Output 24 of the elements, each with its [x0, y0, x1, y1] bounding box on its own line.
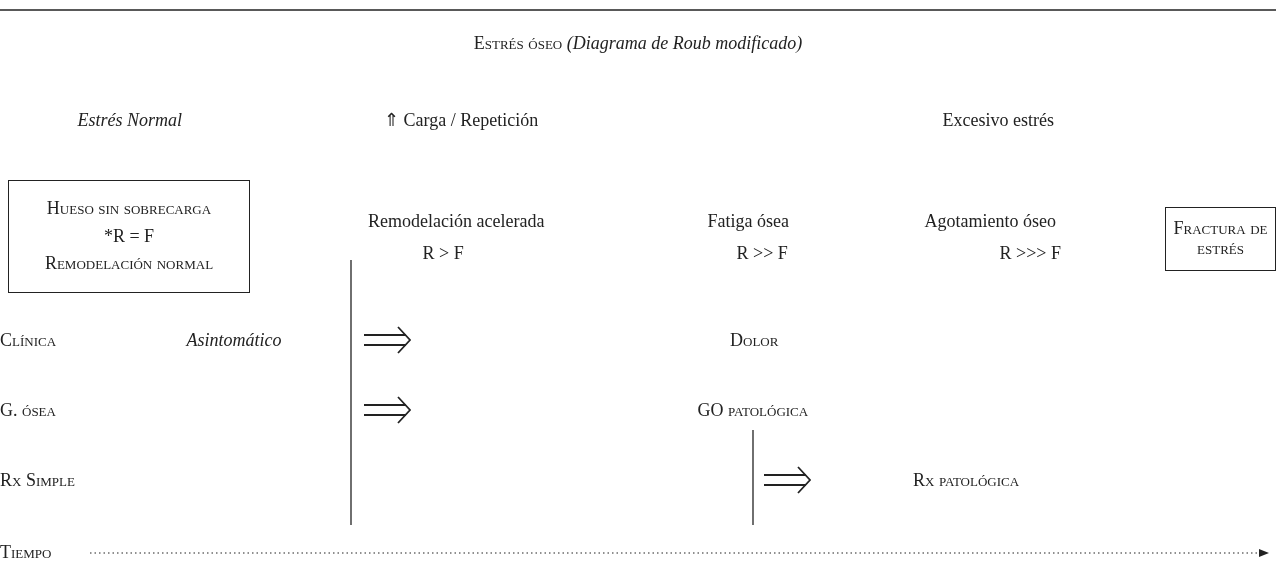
cell-text: Dolor: [730, 330, 779, 352]
column-heading: Excesivo estrés: [942, 110, 1054, 132]
formula-text: R >> F: [736, 243, 788, 265]
box-text: Fractura de estrés: [1172, 219, 1269, 259]
row-label: Rx Simple: [0, 470, 75, 492]
box-text: Remodelación normal: [44, 253, 214, 275]
column-heading: ⇑ Carga / Repetición: [384, 110, 539, 132]
title: Estrés óseo (Diagrama de Roub modificado): [472, 33, 804, 55]
text-box: [1165, 207, 1276, 271]
stage-label: Remodelación acelerada: [368, 211, 545, 233]
box-text: *R = F: [103, 225, 155, 248]
cell-text: Asintomático: [186, 330, 282, 352]
formula-text: R >>> F: [999, 243, 1061, 265]
column-heading: Estrés Normal: [77, 110, 182, 132]
row-label: G. ósea: [0, 400, 56, 422]
axis-label: Tiempo: [0, 542, 52, 562]
cell-text: Rx patológica: [913, 470, 1020, 492]
cell-text: GO patológica: [697, 400, 809, 422]
formula-text: R > F: [422, 243, 464, 265]
text-box: [8, 180, 250, 293]
box-text: Hueso sin sobrecarga: [46, 198, 212, 220]
row-label: Clínica: [0, 330, 57, 352]
stage-label: Agotamiento óseo: [924, 211, 1056, 233]
stage-label: Fatiga ósea: [707, 211, 789, 233]
